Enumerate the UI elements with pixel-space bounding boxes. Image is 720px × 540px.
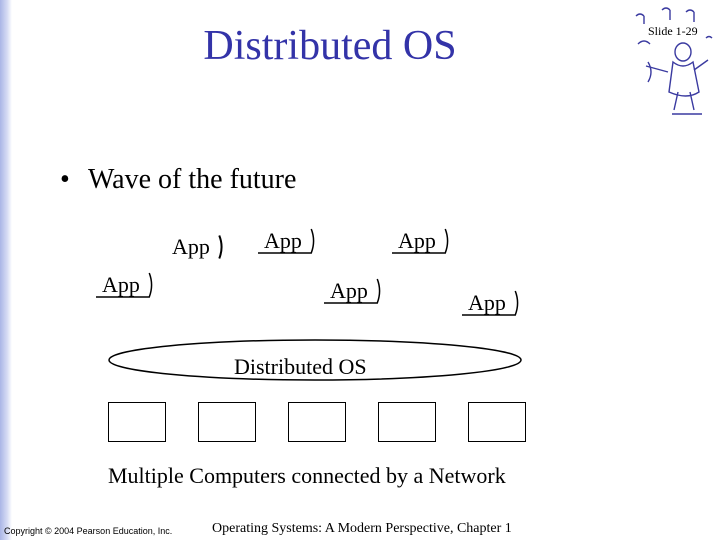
app-label: App [398,228,436,253]
bullet-item: • Wave of the future [60,162,296,198]
app-box: App [258,228,316,254]
slide-number: Slide 1-29 [648,24,698,38]
app-label: App [264,228,302,253]
footer-book-title: Operating Systems: A Modern Perspective,… [212,521,512,536]
computer-box [108,402,166,442]
app-box-outline [462,290,520,316]
distributed-os-ellipse [108,339,522,381]
app-box-outline [258,228,316,254]
copyright-notice: Copyright © 2004 Pearson Education, Inc. [4,526,173,536]
side-gradient-bar [0,0,12,540]
computer-box [198,402,256,442]
app-box: App [324,278,382,304]
app-box-outline [96,272,154,298]
app-box: App [96,272,154,298]
musician-clipart-icon [635,7,713,115]
bullet-marker: • [60,164,70,195]
app-box-outline [166,234,224,260]
app-label: App [468,290,506,315]
app-label: App [172,234,210,259]
diagram-caption: Multiple Computers connected by a Networ… [108,463,506,488]
computer-box [468,402,526,442]
app-label: App [102,272,140,297]
app-box: App [166,234,224,260]
distributed-os-label: Distributed OS [234,354,367,379]
app-box-outline [324,278,382,304]
slide-title: Distributed OS [203,23,457,69]
computer-box [378,402,436,442]
bullet-text: Wave of the future [88,164,297,195]
app-box: App [392,228,450,254]
app-label: App [330,278,368,303]
app-box: App [462,290,520,316]
computer-box [288,402,346,442]
app-box-outline [392,228,450,254]
